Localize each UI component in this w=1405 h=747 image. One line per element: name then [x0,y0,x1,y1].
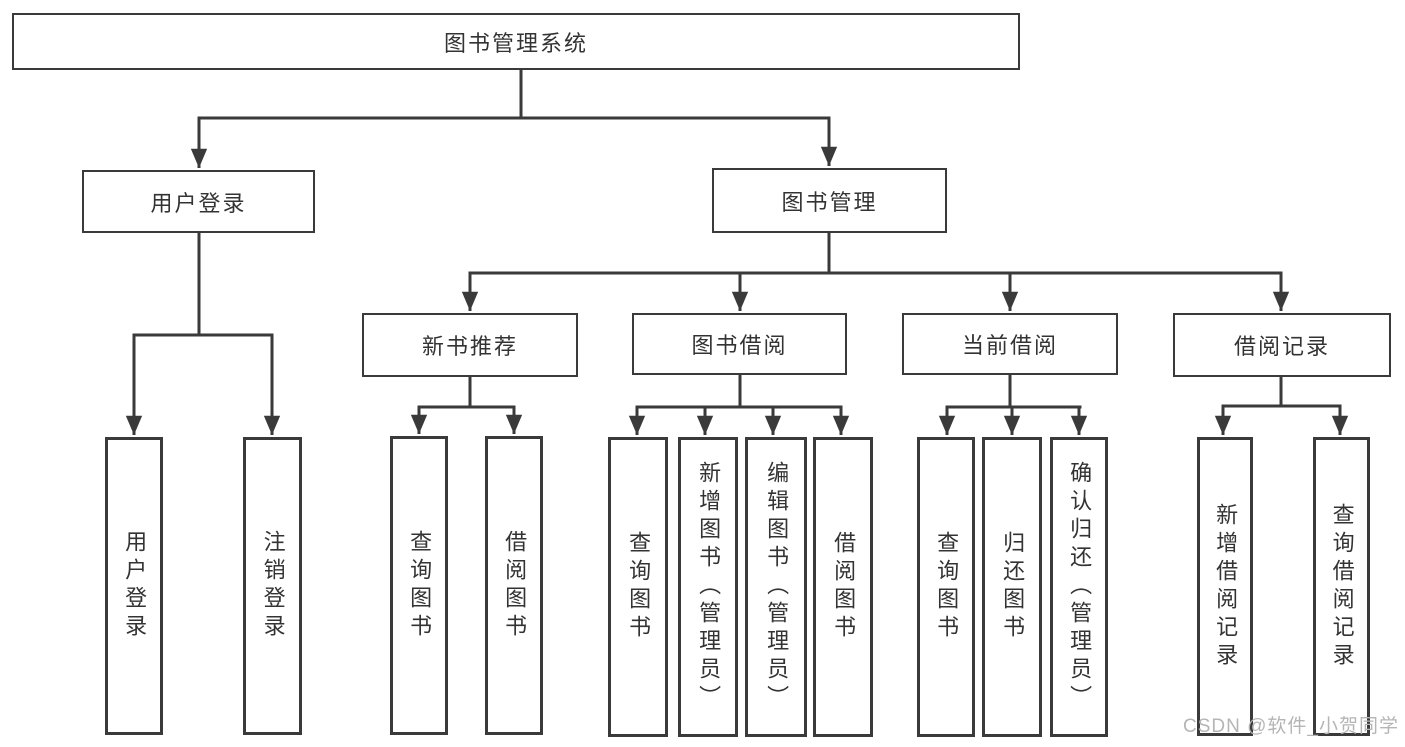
node-leaf-borrow-books-1: 借阅图书 [485,436,543,735]
node-leaf-query-books-3: 查询图书 [917,437,975,737]
node-leaf-borrow-books-2: 借阅图书 [813,437,873,737]
watermark: CSDN @软件_小贺同学 [1183,716,1399,737]
node-leaf-return-books: 归还图书 [982,437,1042,737]
node-leaf-query-books-1: 查询图书 [390,436,448,735]
node-leaf-confirm-return-admin: 确认归还（管理员） [1050,437,1108,737]
node-leaf-edit-books-admin: 编辑图书（管理员） [745,437,807,737]
node-borrowing-records: 借阅记录 [1173,313,1391,377]
node-user-login-group: 用户登录 [82,170,315,233]
node-leaf-logout: 注销登录 [243,437,302,735]
node-leaf-query-borrow-record: 查询借阅记录 [1313,437,1370,736]
node-root-system: 图书管理系统 [12,13,1020,70]
node-current-borrowing: 当前借阅 [902,313,1118,375]
node-new-book-recommend: 新书推荐 [362,313,578,377]
node-leaf-add-borrow-record: 新增借阅记录 [1197,437,1253,736]
node-leaf-user-login: 用户登录 [105,437,163,735]
node-book-management-group: 图书管理 [712,168,947,233]
node-book-borrowing: 图书借阅 [632,313,847,375]
node-leaf-query-books-2: 查询图书 [608,437,668,737]
node-leaf-add-books-admin: 新增图书（管理员） [678,437,738,737]
